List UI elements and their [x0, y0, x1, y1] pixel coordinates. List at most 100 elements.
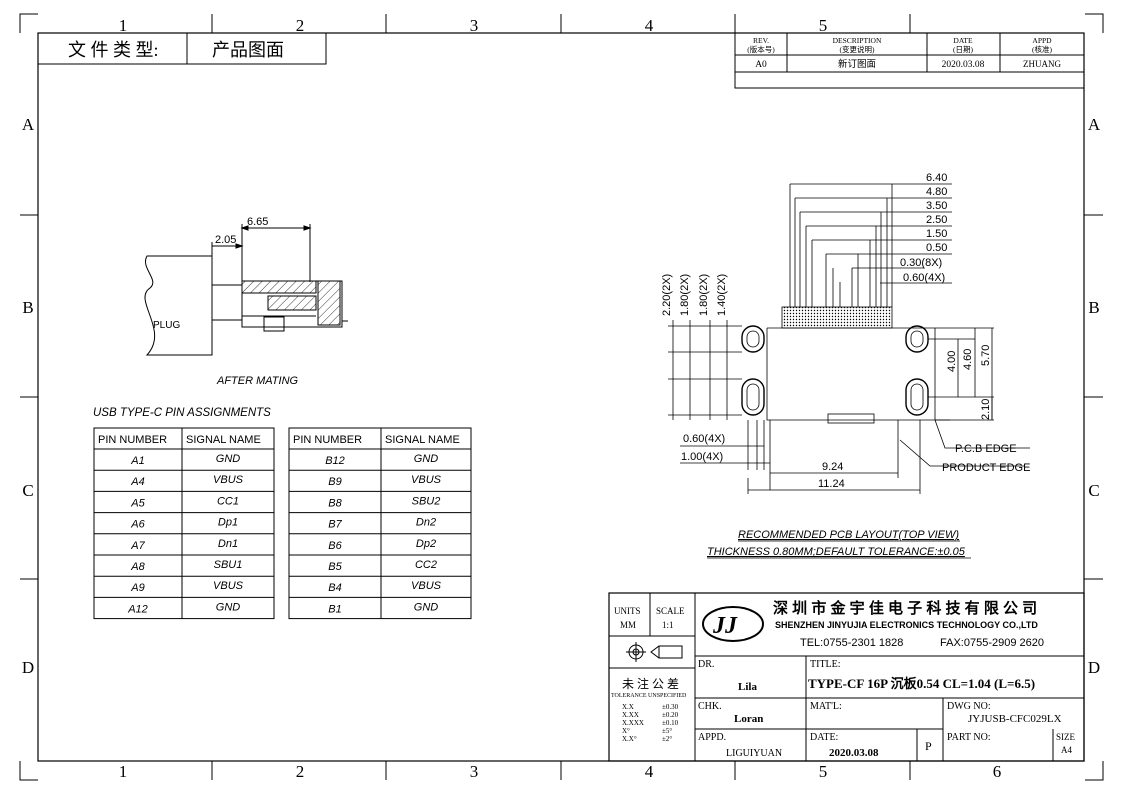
top-dim: 0.60(4X)	[903, 272, 945, 284]
pin-number: B6	[328, 540, 342, 552]
frame-zone-labels: 1 2 3 4 5 1 2 3 4 5 6 A B C D A B C D	[22, 16, 1101, 781]
signal-name: CC2	[415, 559, 437, 571]
appd-header-cn: (核准)	[1032, 44, 1052, 54]
row-label: A	[22, 115, 35, 134]
mount-hole	[741, 378, 765, 416]
title-value: TYPE-CF 16P 沉板0.54 CL=1.04 (L=6.5)	[808, 676, 1035, 691]
col-label: 5	[819, 16, 828, 35]
row-label: C	[1088, 481, 1099, 500]
dr-value: Lila	[738, 681, 757, 693]
company-tel: TEL:0755-2301 1828	[800, 637, 903, 649]
size-value: A4	[1061, 745, 1072, 755]
signal-name: Dp1	[218, 517, 238, 529]
col-label: 2	[296, 762, 305, 781]
tol-key: X.X	[622, 703, 634, 711]
signal-name: GND	[414, 601, 439, 613]
date-header: DATE	[953, 36, 973, 45]
date-value: 2020.03.08	[942, 60, 985, 70]
pin-number-header: PIN NUMBER	[98, 434, 167, 446]
signal-name: SBU2	[412, 495, 441, 507]
tol-key: X.XX	[622, 711, 639, 719]
p-mark: P	[925, 739, 932, 753]
pin-number-header: PIN NUMBER	[293, 434, 362, 446]
tolerance-title: 未 注 公 差	[622, 676, 679, 691]
row-label: B	[22, 298, 33, 317]
col-label: 3	[470, 762, 479, 781]
appd-header: APPD	[1032, 36, 1052, 45]
col-label: 4	[645, 762, 654, 781]
revision-table	[734, 32, 1085, 89]
pin-number: B9	[328, 476, 341, 488]
col-label: 3	[470, 16, 479, 35]
rev-value: A0	[755, 60, 767, 70]
mount-hole	[905, 325, 929, 353]
pin-number: A9	[130, 582, 144, 594]
tol-val: ±0.30	[662, 703, 679, 711]
side-view-text: 6.65 2.05 PLUG AFTER MATING	[153, 216, 299, 387]
top-dim: 0.50	[926, 242, 947, 254]
row-label: B	[1088, 298, 1099, 317]
title-label: TITLE:	[810, 659, 841, 670]
matl-label: MAT'L:	[810, 701, 842, 712]
left-dim: 0.60(4X)	[683, 433, 725, 445]
top-dim: 3.50	[926, 200, 947, 212]
pin-number: B5	[328, 561, 342, 573]
pcb-layout	[668, 183, 1030, 494]
chk-label: CHK.	[698, 701, 722, 712]
pin-number: A5	[130, 497, 145, 509]
units-label: UNITS	[614, 606, 641, 616]
plug-label: PLUG	[153, 320, 180, 331]
bottom-dim: 11.24	[818, 478, 845, 490]
date-header-cn: (日期)	[953, 45, 973, 54]
col-label: 5	[819, 762, 828, 781]
signal-name: Dn1	[218, 538, 238, 550]
signal-name: Dp2	[416, 538, 436, 550]
pin-number: B1	[328, 603, 341, 615]
after-mating-caption: AFTER MATING	[216, 375, 299, 387]
receptacle-outline	[766, 328, 936, 421]
row-label: A	[1088, 115, 1101, 134]
pin-number: B8	[328, 497, 342, 509]
top-dim: 1.50	[926, 228, 947, 240]
vert-dim: 1.80(2X)	[698, 274, 710, 316]
pin-number: A8	[130, 561, 145, 573]
signal-name: CC1	[217, 495, 239, 507]
signal-name: SBU1	[214, 559, 243, 571]
dwg-label: DWG NO:	[947, 701, 991, 712]
tol-key: X.XXX	[622, 719, 644, 727]
side-view	[144, 224, 348, 356]
appd-value: ZHUANG	[1023, 59, 1061, 69]
signal-name: VBUS	[411, 580, 442, 592]
company-fax: FAX:0755-2909 2620	[940, 637, 1044, 649]
signal-name: VBUS	[213, 474, 244, 486]
right-dim: 2.10	[980, 399, 992, 420]
vert-dim: 2.20(2X)	[661, 274, 673, 316]
pin-number: A12	[127, 603, 148, 615]
desc-value: 新订图面	[838, 58, 876, 70]
title-block	[608, 592, 1085, 762]
signal-name: GND	[216, 601, 241, 613]
appd-value: LIGUIYUAN	[726, 748, 782, 759]
col-label: 1	[119, 762, 128, 781]
tol-val: ±2°	[662, 735, 672, 743]
doc-type-value: 产品图面	[212, 40, 284, 60]
appd-label: APPD.	[698, 732, 726, 743]
rev-header-cn: (版本号)	[747, 44, 775, 54]
part-no-label: PART NO:	[947, 732, 991, 743]
title-block-text: UNITS MM SCALE 1:1 JJ 深 圳 市 金 宇 佳 电 子 科 …	[611, 599, 1076, 759]
pin-number: A6	[130, 519, 145, 531]
right-dim: 4.00	[946, 351, 958, 372]
left-dim: 1.00(4X)	[681, 451, 723, 463]
top-dim: 4.80	[926, 186, 947, 198]
mount-hole	[741, 325, 765, 353]
signal-name: VBUS	[411, 474, 442, 486]
tol-val: ±0.10	[662, 719, 679, 727]
signal-name-header: SIGNAL NAME	[385, 434, 460, 446]
signal-name: GND	[414, 453, 439, 465]
rev-header: REV.	[753, 36, 769, 45]
company-name-en: SHENZHEN JINYUJIA ELECTRONICS TECHNOLOGY…	[775, 620, 1038, 630]
sheet-frame	[19, 13, 1104, 781]
units-value: MM	[620, 620, 636, 630]
